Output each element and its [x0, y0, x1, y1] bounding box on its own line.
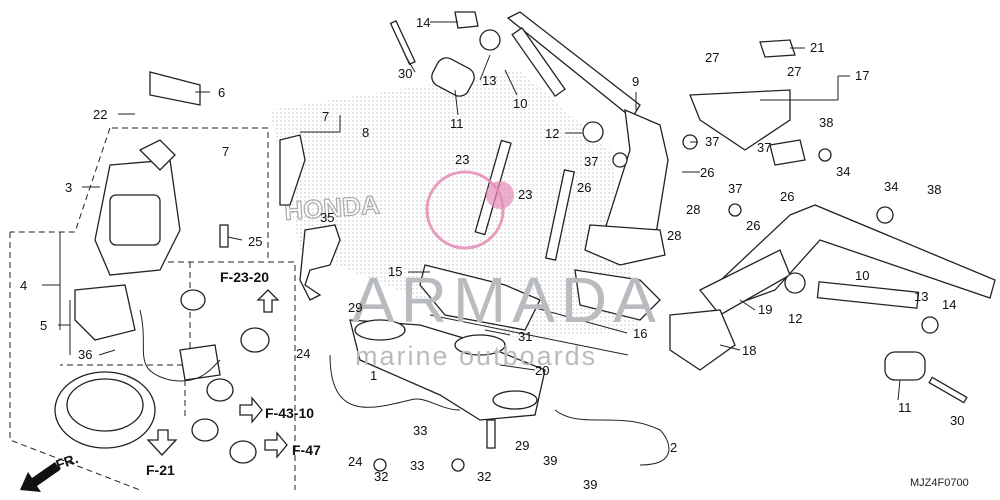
ref-label-f-43-10: F-43-10 — [265, 405, 314, 421]
callout-14b: 14 — [942, 297, 956, 312]
callout-10a: 10 — [513, 96, 527, 111]
callout-28a: 28 — [686, 202, 700, 217]
front-label: FR. — [54, 450, 81, 473]
fuel-cap — [54, 284, 221, 449]
cables — [139, 309, 670, 466]
callout-26d: 26 — [746, 218, 760, 233]
callout-34a: 34 — [836, 164, 850, 179]
bolts-and-fittings — [219, 11, 968, 472]
callout-26a: 26 — [577, 180, 591, 195]
callout-2: 2 — [670, 440, 677, 455]
callout-24a: 24 — [296, 346, 310, 361]
callout-23a: 23 — [455, 152, 469, 167]
callout-10b: 10 — [855, 268, 869, 283]
callout-32a: 32 — [374, 469, 388, 484]
callout-1: 1 — [370, 368, 377, 383]
callout-33a: 33 — [413, 423, 427, 438]
watermark-subtitle: marine outboards — [355, 341, 597, 371]
ref-label-f-23-20: F-23-20 — [220, 269, 269, 285]
leader-lines — [42, 21, 901, 401]
callout-22: 22 — [93, 107, 107, 122]
callout-37a: 37 — [705, 134, 719, 149]
watermark: ARMADA marine outboards — [352, 170, 662, 371]
callout-38a: 38 — [819, 115, 833, 130]
dotted-logo-region: HONDA — [270, 70, 640, 340]
callout-numbers: 1 2 3 4 5 6 7 7 8 9 10 10 11 11 12 12 13… — [20, 15, 964, 492]
callout-12b: 12 — [788, 311, 802, 326]
callout-6: 6 — [218, 85, 225, 100]
callout-39b: 39 — [583, 477, 597, 492]
front-arrow: FR. — [20, 450, 80, 492]
callout-20: 20 — [535, 363, 549, 378]
callout-8: 8 — [362, 125, 369, 140]
callout-7b: 7 — [222, 144, 229, 159]
callout-23b: 23 — [518, 187, 532, 202]
callout-11a: 11 — [450, 116, 464, 131]
callout-35: 35 — [320, 210, 334, 225]
grips — [431, 26, 926, 381]
callout-29b: 29 — [515, 438, 529, 453]
callout-38b: 38 — [927, 182, 941, 197]
callout-39a: 39 — [543, 453, 557, 468]
callout-30a: 30 — [398, 66, 412, 81]
callout-27a: 27 — [705, 50, 719, 65]
callout-13b: 13 — [914, 289, 928, 304]
callout-9: 9 — [632, 74, 639, 89]
callout-26c: 26 — [780, 189, 794, 204]
callout-16: 16 — [633, 326, 647, 341]
callout-25: 25 — [248, 234, 262, 249]
callout-4: 4 — [20, 278, 27, 293]
callout-24b: 24 — [348, 454, 362, 469]
callout-12a: 12 — [545, 126, 559, 141]
callout-11b: 11 — [898, 400, 912, 415]
handlebar-holders — [669, 89, 791, 371]
callout-18: 18 — [742, 343, 756, 358]
callout-3: 3 — [65, 180, 72, 195]
left-handlebar — [506, 11, 669, 266]
callout-34b: 34 — [884, 179, 898, 194]
callout-17: 17 — [855, 68, 869, 83]
steering-stem — [349, 319, 546, 421]
callout-5: 5 — [40, 318, 47, 333]
connector-icons — [146, 289, 288, 464]
top-bridge — [419, 264, 661, 331]
ref-label-f-47: F-47 — [292, 442, 321, 458]
callout-21: 21 — [810, 40, 824, 55]
callout-7a: 7 — [322, 109, 329, 124]
honda-logo-text: HONDA — [283, 189, 380, 226]
callout-28b: 28 — [667, 228, 681, 243]
callout-36: 36 — [78, 347, 92, 362]
callout-27b: 27 — [787, 64, 801, 79]
ref-label-f-21: F-21 — [146, 462, 175, 478]
callout-32b: 32 — [477, 469, 491, 484]
callout-14a: 14 — [416, 15, 430, 30]
callout-29a: 29 — [348, 300, 362, 315]
callout-15: 15 — [388, 264, 402, 279]
callout-19: 19 — [758, 302, 772, 317]
callout-37d: 37 — [728, 181, 742, 196]
callout-31: 31 — [518, 329, 532, 344]
callout-33b: 33 — [410, 458, 424, 473]
callout-37b: 37 — [584, 154, 598, 169]
callout-30b: 30 — [950, 413, 964, 428]
callout-37c: 37 — [757, 140, 771, 155]
ignition-switch — [94, 71, 306, 276]
reference-labels: F-23-20 F-43-10 F-47 F-21 — [146, 269, 321, 478]
diagram-code: MJZ4F0700 — [910, 477, 969, 489]
watermark-title: ARMADA — [352, 264, 662, 336]
callout-26b: 26 — [700, 165, 714, 180]
callout-13a: 13 — [482, 73, 496, 88]
